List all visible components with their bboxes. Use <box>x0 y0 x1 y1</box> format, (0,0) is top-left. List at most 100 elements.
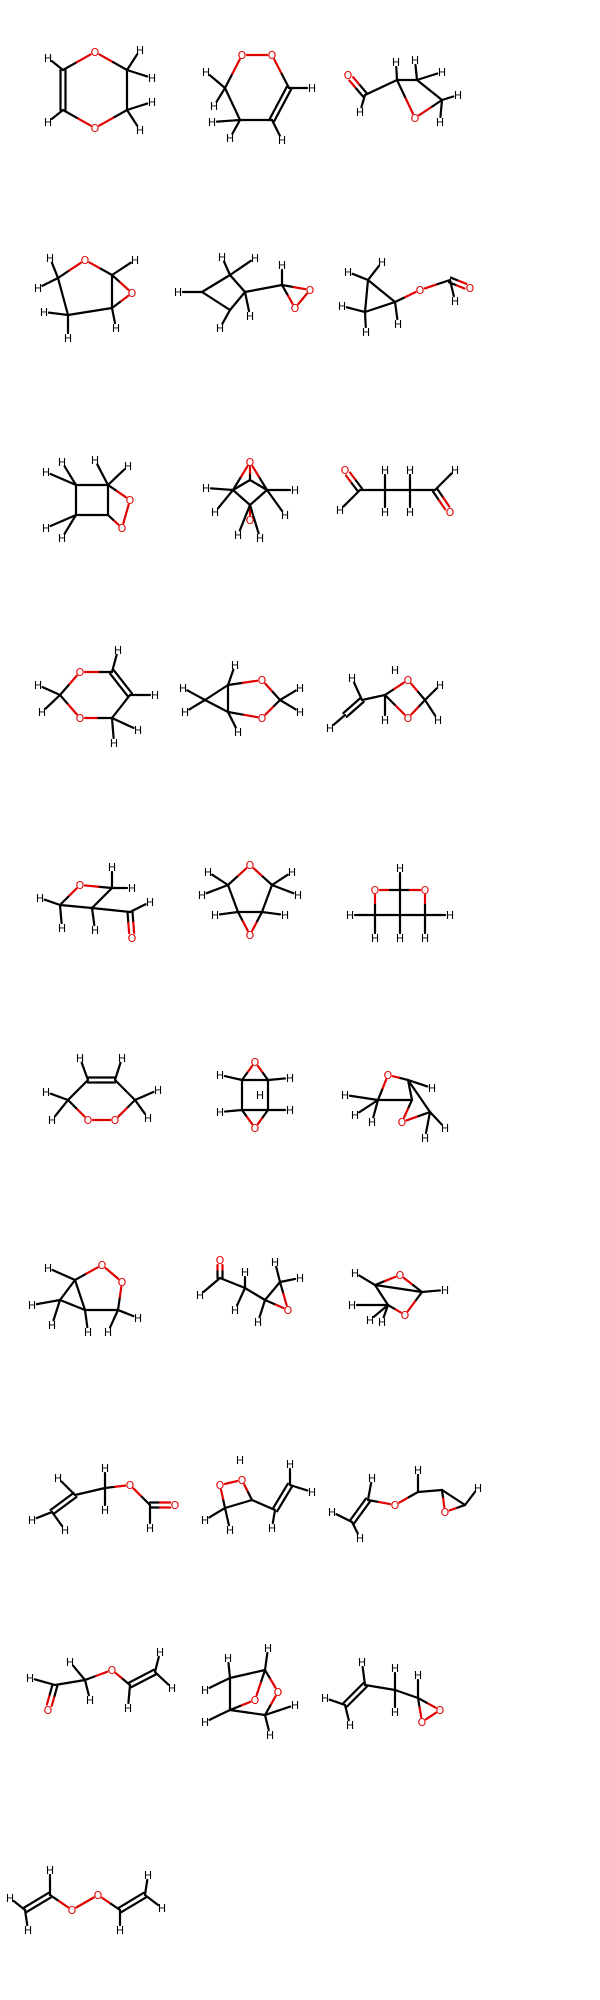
bond <box>56 108 65 116</box>
bond <box>235 1295 243 1307</box>
bond <box>133 1094 146 1102</box>
bond <box>405 1692 420 1700</box>
oxygen-atom-label: O <box>416 284 425 297</box>
bond <box>132 1487 143 1498</box>
hydrogen-atom-label: H <box>28 1299 36 1312</box>
hydrogen-atom-label: H <box>454 89 462 102</box>
bond <box>110 705 123 720</box>
hydrogen-atom-label: H <box>288 866 296 879</box>
bond <box>342 704 353 715</box>
bond <box>62 513 78 522</box>
oxygen-atom-label: O <box>246 859 255 872</box>
bond <box>395 309 399 321</box>
bond <box>217 497 227 510</box>
oxygen-atom-label: O <box>344 69 353 82</box>
bond <box>109 1902 122 1912</box>
bond <box>116 1061 122 1073</box>
hydrogen-atom-label: H <box>144 1112 152 1125</box>
bond <box>386 1303 396 1310</box>
bond <box>58 1288 69 1302</box>
oxygen-atom-label: O <box>258 674 267 687</box>
oxygen-atom-label: O <box>251 1694 260 1707</box>
bond <box>410 682 420 694</box>
bond <box>106 513 115 521</box>
bond <box>383 693 396 706</box>
hydrogen-atom-label: H <box>216 1069 224 1082</box>
bond <box>410 706 420 716</box>
bond <box>61 295 70 317</box>
bond <box>145 1878 149 1889</box>
hydrogen-atom-label: H <box>202 482 210 495</box>
bond <box>248 503 256 521</box>
bond <box>352 681 360 693</box>
hydrogen-atom-label: H <box>356 106 364 119</box>
hydrogen-atom-label: H <box>44 1262 52 1275</box>
bond <box>378 300 397 309</box>
hydrogen-atom-label: H <box>278 134 286 147</box>
bond <box>363 305 382 314</box>
bond <box>240 478 252 487</box>
bond <box>56 269 71 280</box>
hydrogen-atom-label: H <box>358 1656 366 1669</box>
hydrogen-atom-label: H <box>202 66 210 79</box>
bond <box>363 1683 382 1689</box>
bond <box>153 1663 158 1674</box>
hydrogen-atom-label: H <box>174 286 182 299</box>
bond <box>220 488 235 492</box>
hydrogen-atom-label: H <box>36 892 44 905</box>
bond <box>68 1678 87 1684</box>
bond <box>75 53 92 64</box>
bond <box>393 1307 402 1314</box>
bond <box>338 713 347 721</box>
bond <box>269 912 282 916</box>
bond <box>196 698 207 706</box>
bond <box>78 1293 87 1312</box>
bond <box>428 1110 437 1120</box>
bond <box>73 1278 82 1297</box>
bond <box>131 910 135 924</box>
bond <box>214 273 232 285</box>
bond <box>256 910 264 923</box>
bond <box>446 95 455 100</box>
bond <box>398 1496 410 1504</box>
hydrogen-atom-label: H <box>196 1289 204 1302</box>
oxygen-atom-label: O <box>404 712 413 725</box>
bond <box>348 471 358 482</box>
bond <box>41 685 53 693</box>
bond <box>368 1481 373 1493</box>
bond <box>277 1273 282 1284</box>
hydrogen-atom-label: H <box>108 861 116 874</box>
bond <box>271 1515 276 1525</box>
bond <box>231 102 242 122</box>
oxygen-atom-label: O <box>291 302 300 315</box>
bond <box>218 878 230 887</box>
hydrogen-atom-label: H <box>38 706 46 719</box>
bond <box>37 1896 53 1906</box>
bond <box>437 499 447 511</box>
bond <box>63 523 72 535</box>
hydrogen-atom-label: H <box>34 282 42 295</box>
bond <box>442 1497 446 1509</box>
bond <box>67 703 78 716</box>
oxygen-atom-label: O <box>118 1276 127 1289</box>
bond <box>274 126 281 137</box>
bond <box>425 1701 437 1709</box>
bond <box>121 721 135 730</box>
bond <box>60 1098 70 1110</box>
bond <box>90 906 113 912</box>
